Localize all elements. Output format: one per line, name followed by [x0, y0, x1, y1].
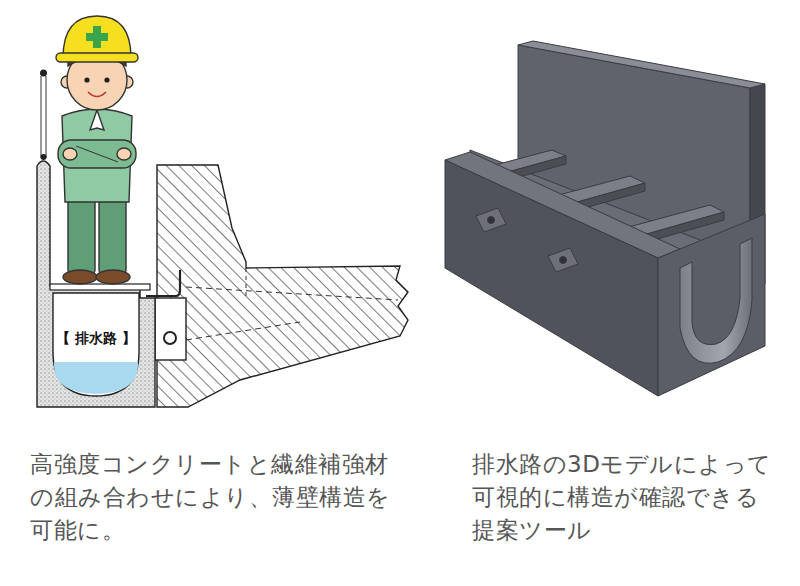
worker [56, 16, 138, 284]
helmet-cross [86, 33, 108, 41]
dashed-line [186, 287, 398, 300]
handrail-base [41, 154, 47, 160]
water [54, 362, 138, 394]
channel-3d-model [445, 41, 765, 396]
worker-arms [58, 140, 136, 168]
dashed-line [186, 322, 300, 340]
u-channel [680, 238, 752, 363]
channel-cavity: 【 排水路 】 [53, 326, 139, 352]
worker-shoe [63, 270, 97, 284]
anchor-hook [146, 270, 180, 296]
worker-smile [88, 92, 106, 97]
handrail [46, 76, 47, 158]
worker-shoe [96, 270, 130, 284]
front-face [445, 160, 658, 396]
bolt-hole [488, 217, 495, 224]
hatched-structure [157, 165, 408, 407]
caption-text: 排水路の3Dモデルによって 可視的に構造が確認できる 提案ツール [472, 448, 792, 547]
back-wall-top [518, 41, 765, 88]
worker-eye [104, 77, 109, 82]
hatched-concrete [157, 165, 408, 407]
channel-section [37, 70, 155, 408]
worker-hand [63, 148, 77, 160]
bolt-block [548, 248, 578, 272]
bolt [164, 332, 176, 344]
bolt-block [476, 208, 506, 232]
arm-fold [76, 146, 118, 162]
bolt-hole [560, 257, 567, 264]
grating [50, 284, 150, 290]
dashed-line [246, 268, 247, 300]
handrail [41, 76, 42, 158]
worker-hand [117, 148, 131, 160]
helmet-brim [56, 53, 138, 62]
end-face [658, 214, 765, 396]
handrail-cap [40, 70, 47, 77]
helmet [63, 16, 131, 58]
caption-text: 高強度コンクリートと繊維補強材 の組み合わせにより、薄壁構造を 可能に。 [30, 448, 415, 547]
worker-eye [84, 77, 89, 82]
worker-leg [68, 192, 95, 274]
worker-collar [90, 110, 104, 130]
worker-leg [99, 192, 126, 274]
channel-label: 【 排水路 】 [56, 329, 136, 347]
bracket-block [155, 298, 186, 360]
